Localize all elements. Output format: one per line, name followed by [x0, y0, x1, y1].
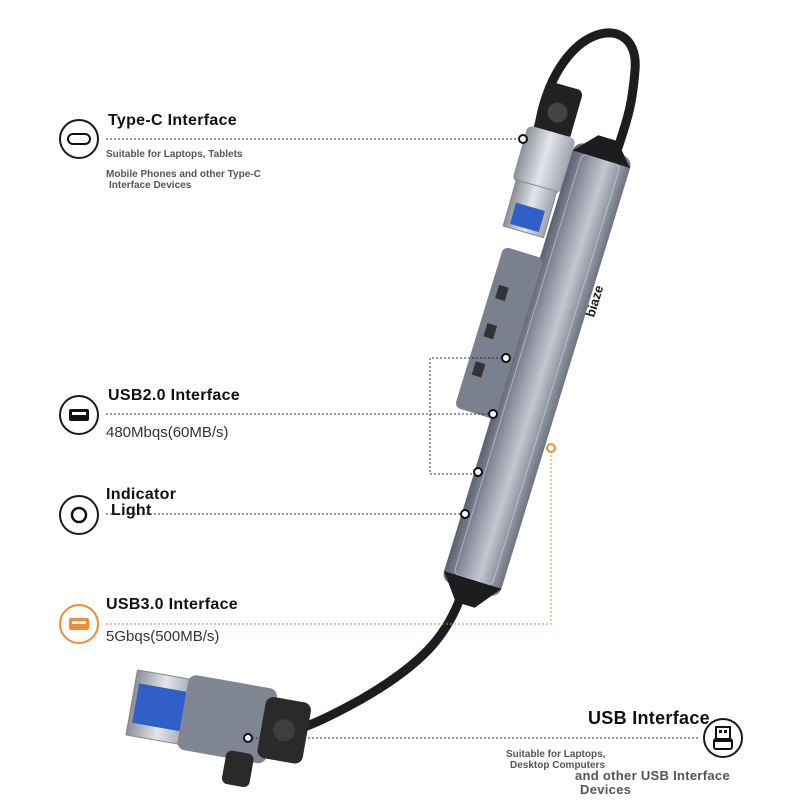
usb-desc-line2: Desktop Computers — [510, 760, 606, 771]
typec-title: Type-C Interface — [108, 112, 237, 129]
usb-desc-line1: Suitable for Laptops, — [506, 749, 606, 760]
typec-desc-line2: Mobile Phones and other Type-C — [106, 169, 261, 180]
indicator-light-icon — [59, 495, 99, 535]
indicator-title-line2: Light — [111, 502, 152, 519]
usb20-title: USB2.0 Interface — [108, 387, 240, 404]
indicator-title-line1: Indicator — [106, 486, 177, 503]
usb-plug-icon — [703, 718, 743, 758]
typec-desc-line3: Interface Devices — [109, 180, 192, 191]
usb-c-port-icon — [59, 119, 99, 159]
usb30-speed: 5Gbqs(500MB/s) — [106, 628, 220, 645]
typec-desc-line1: Suitable for Laptops, Tablets — [106, 149, 243, 160]
usb-title: USB Interface — [588, 708, 710, 728]
usb-a-port-icon — [59, 395, 99, 435]
usb3-port-icon — [59, 604, 99, 644]
usb20-speed: 480Mbqs(60MB/s) — [106, 424, 229, 441]
usb-desc-line4: Devices — [580, 782, 632, 797]
usb30-title: USB3.0 Interface — [106, 596, 238, 613]
usb-desc-line3: and other USB Interface — [575, 768, 730, 783]
